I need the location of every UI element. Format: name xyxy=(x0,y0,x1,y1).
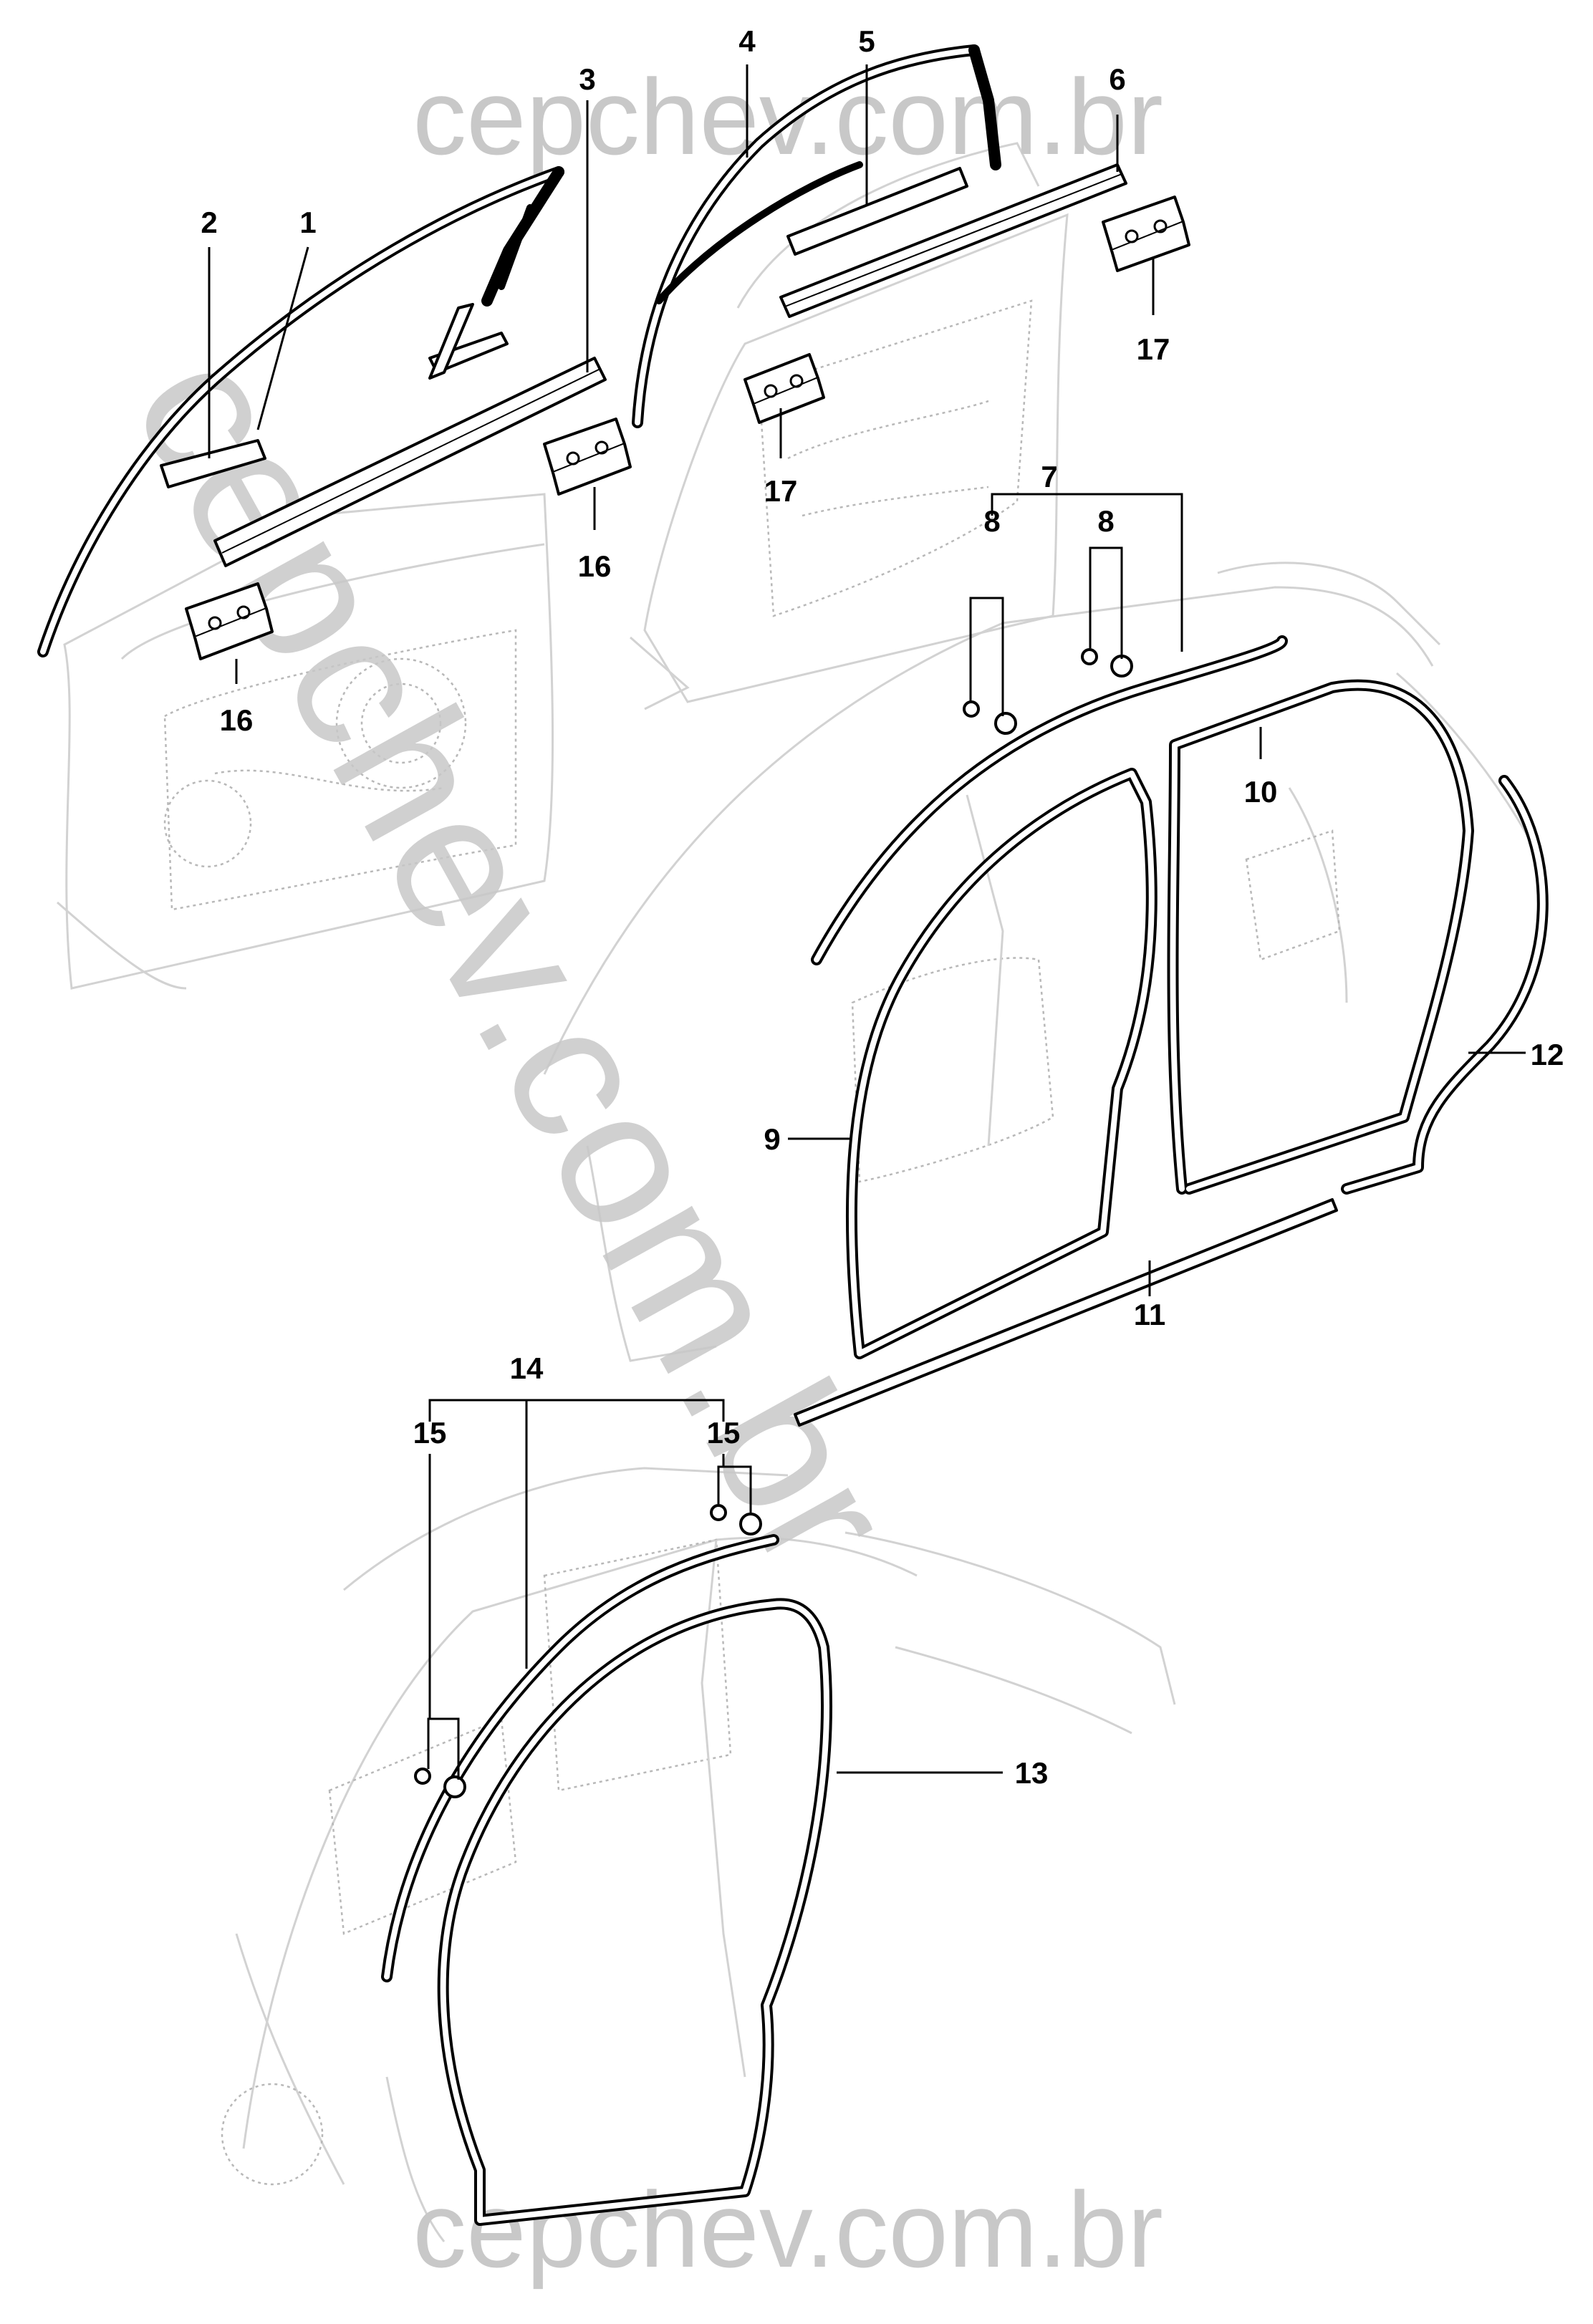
front-clip-bracket-lower-icon xyxy=(185,582,274,660)
rear-clip-bracket-icon xyxy=(743,353,825,424)
door-inner-strip-icon xyxy=(428,303,509,380)
front-belt-molding-icon xyxy=(213,357,607,567)
front-clip-bracket-icon xyxy=(543,418,632,496)
callout-9: 9 xyxy=(764,1122,780,1156)
wheel-arch-seal-icon xyxy=(1341,775,1549,1195)
front-door-ghost xyxy=(57,493,554,990)
callout-2: 2 xyxy=(201,206,217,239)
rear-belt-molding-icon xyxy=(779,163,1127,318)
rear-door-frame-seal-icon xyxy=(632,44,1001,428)
callout-17-left: 17 xyxy=(764,474,798,508)
leader-lines xyxy=(208,64,1526,1780)
rear-door-opening-seal-icon xyxy=(1167,679,1474,1195)
lower-body-ghost xyxy=(221,1467,1176,2242)
callout-8-left: 8 xyxy=(983,504,1000,538)
screw-and-washer-icon xyxy=(963,648,1133,735)
screw-and-washer-lower-icon xyxy=(414,1504,762,1798)
callout-7: 7 xyxy=(1041,460,1057,493)
roof-rail-seal-icon xyxy=(811,635,1288,965)
callout-15-right: 15 xyxy=(707,1416,741,1450)
callout-1: 1 xyxy=(299,206,316,239)
callout-16-lower: 16 xyxy=(220,703,254,737)
callout-4: 4 xyxy=(738,24,756,58)
body-side-ghost xyxy=(543,561,1541,1362)
callout-11: 11 xyxy=(1134,1298,1165,1331)
callout-labels: 1 2 3 4 5 6 7 8 8 9 10 11 12 13 14 15 15… xyxy=(201,24,1564,1790)
watermark-bottom: cepchev.com.br xyxy=(413,2169,1163,2290)
rear-clip-bracket-upper-icon xyxy=(1102,196,1190,272)
callout-12: 12 xyxy=(1531,1038,1564,1071)
callout-8-right: 8 xyxy=(1097,504,1114,538)
sill-seal-icon xyxy=(794,1198,1338,1427)
door-opening-seal-icon xyxy=(437,1598,832,2226)
callout-10: 10 xyxy=(1244,775,1278,809)
callout-14: 14 xyxy=(510,1351,544,1385)
front-window-trim-icon xyxy=(160,439,266,488)
rear-window-trim-icon xyxy=(786,167,968,256)
callout-5: 5 xyxy=(858,24,875,58)
upper-seal-icon xyxy=(381,1534,779,1982)
callout-3: 3 xyxy=(579,62,595,96)
rear-door-ghost xyxy=(630,142,1069,710)
callout-17-right: 17 xyxy=(1137,332,1170,366)
front-door-opening-seal-icon xyxy=(845,768,1158,1359)
window-outer-channel-icon xyxy=(37,166,564,657)
callout-6: 6 xyxy=(1109,62,1125,96)
callout-15-left: 15 xyxy=(413,1416,447,1450)
callout-13: 13 xyxy=(1015,1756,1049,1790)
callout-16-upper: 16 xyxy=(578,549,612,583)
